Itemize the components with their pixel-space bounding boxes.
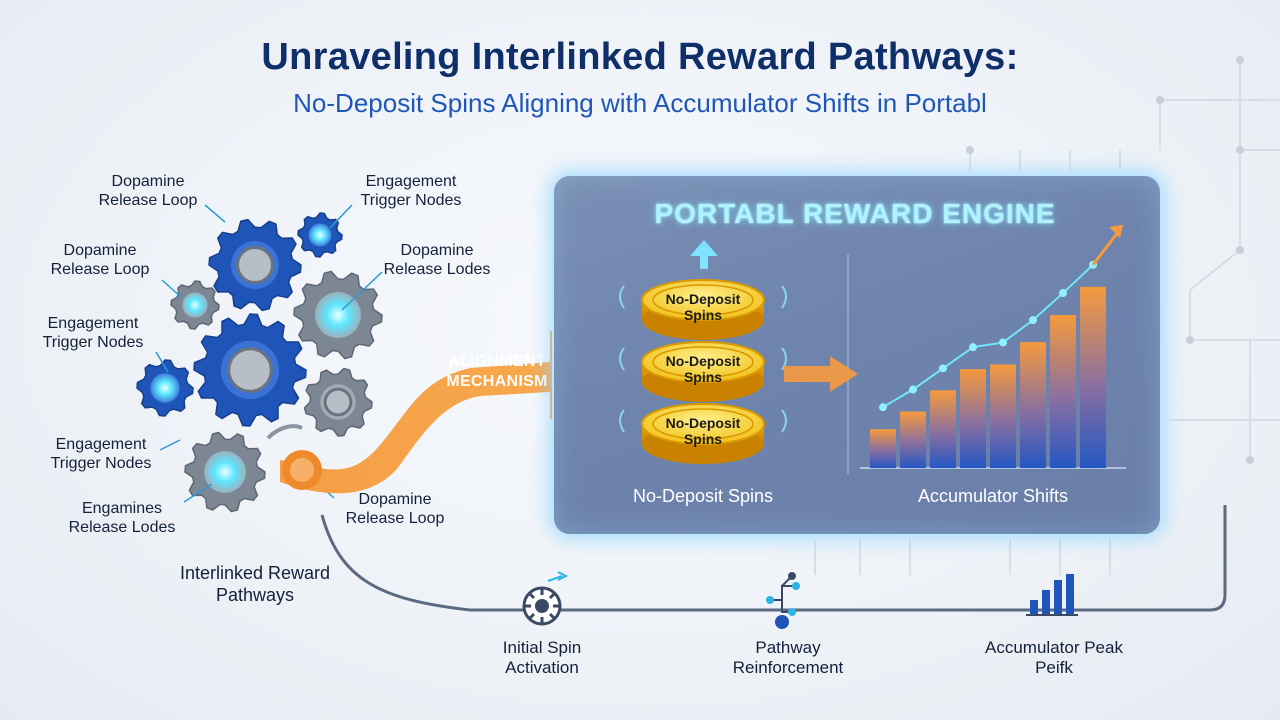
accumulator-chart	[860, 224, 1126, 469]
chart-bar	[990, 364, 1016, 468]
gear-cluster	[136, 204, 383, 513]
gear-gray-bottom-icon	[184, 431, 266, 513]
chart-bar	[1050, 315, 1076, 468]
chart-trend-line	[882, 264, 1094, 409]
chart-bar	[1020, 342, 1046, 468]
gear-large-center-icon	[193, 313, 307, 427]
chart-trend-arrow	[1091, 229, 1121, 266]
chart-point	[939, 364, 947, 373]
chart-point	[969, 343, 977, 352]
gear-icon	[522, 586, 562, 626]
gear-small-top-right-icon	[297, 212, 343, 258]
chart-point	[1029, 316, 1037, 325]
chart-bar	[870, 429, 896, 468]
engine-graphics	[619, 224, 1126, 474]
gear-gray-lower-right-icon	[303, 367, 373, 437]
coin-stack	[641, 279, 765, 464]
bar-chart-icon	[1026, 574, 1078, 616]
chart-arrowhead	[1109, 224, 1123, 238]
no-deposit-spins-label: No-Deposit Spins	[632, 486, 774, 506]
chart-point	[1059, 289, 1067, 298]
engine-title: PORTABL REWARD ENGINE	[654, 198, 1056, 229]
chart-bar	[930, 390, 956, 468]
chart-point	[879, 403, 887, 412]
page-subtitle: No-Deposit Spins Aligning with Accumulat…	[293, 88, 987, 118]
accumulator-shifts-label: Accumulator Shifts	[917, 486, 1069, 506]
alignment-arrow	[266, 330, 600, 494]
gear-blue-left-icon	[136, 359, 194, 417]
chart-bar	[1080, 286, 1106, 468]
gear-small-left-icon	[170, 280, 220, 330]
chart-bar	[900, 411, 926, 468]
chart-bar	[960, 369, 986, 468]
chart-point	[999, 338, 1007, 347]
gear-large-top-icon	[208, 218, 302, 312]
network-icon	[766, 572, 800, 629]
page-title: Unraveling Interlinked Reward Pathways:	[261, 36, 1019, 78]
chart-point	[909, 385, 917, 394]
